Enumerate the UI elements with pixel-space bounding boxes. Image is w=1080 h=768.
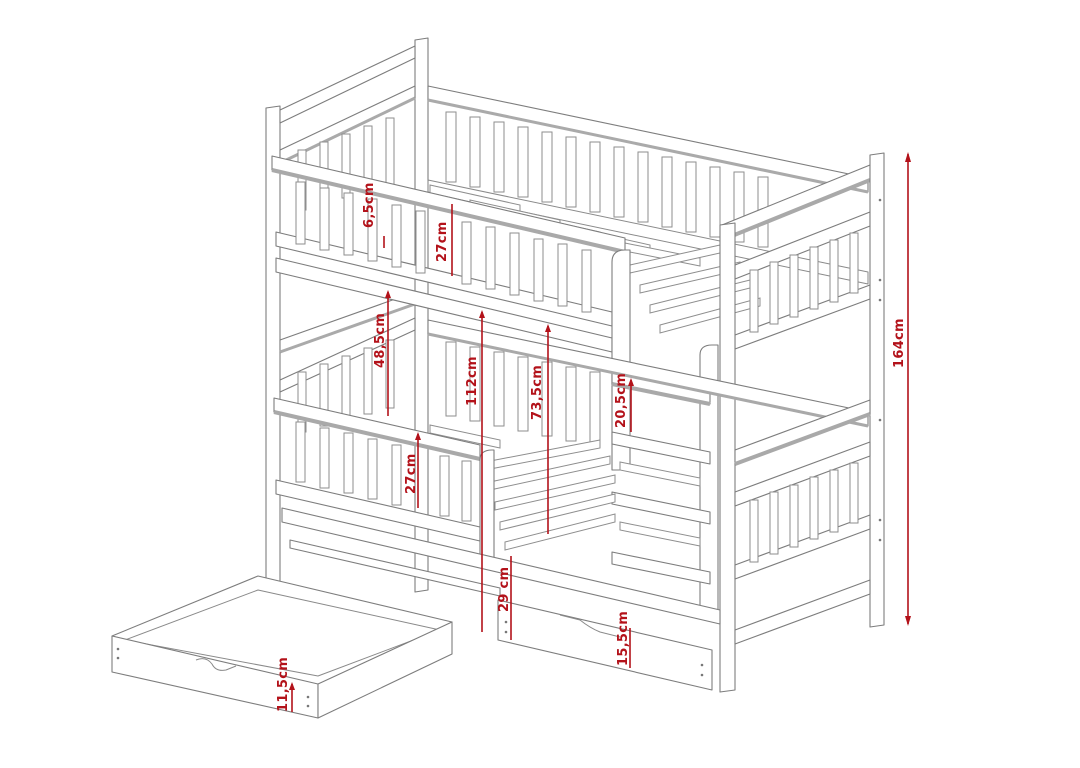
bottom-front-slats (295, 421, 472, 522)
bottom-back-rail (427, 319, 869, 447)
right-top-footboard (719, 152, 885, 693)
top-front-slats (295, 181, 592, 313)
dim-label-ladder-step: 20,5cm (614, 372, 629, 428)
dim-label-drawer-height: 11,5cm (276, 656, 291, 712)
top-front-guard (271, 155, 631, 471)
bottom-front-guard (273, 397, 721, 625)
dim-label-bottom-headroom: 48,5cm (373, 312, 388, 368)
dim-label-total-height: 164cm (892, 318, 907, 368)
bottom-bed-slats (429, 424, 701, 551)
right-top-slats (749, 232, 859, 333)
bottom-back-slats (445, 341, 601, 447)
right-bottom-slats (749, 462, 859, 563)
drawer-pulled-out (111, 575, 453, 719)
dim-label-bottom-bunk-height: 29 cm (497, 566, 512, 612)
dim-label-bottom-guard-height: 27cm (404, 453, 419, 494)
dim-label-bottom-clearance: 73,5cm (530, 364, 545, 420)
dim-label-top-guard-height: 27cm (435, 221, 450, 262)
drawer-under-bed (497, 599, 713, 691)
bottom-headboard-slats (297, 339, 395, 433)
dim-label-top-bunk-height: 112cm (465, 356, 480, 406)
dim-label-drawer-height-front: 15,5cm (616, 610, 631, 666)
dim-label-top-guard-gap: 6,5cm (362, 182, 377, 228)
right-bottom-footboard (734, 399, 871, 645)
bottom-headboard (279, 317, 416, 433)
dimension-lines (289, 152, 911, 712)
